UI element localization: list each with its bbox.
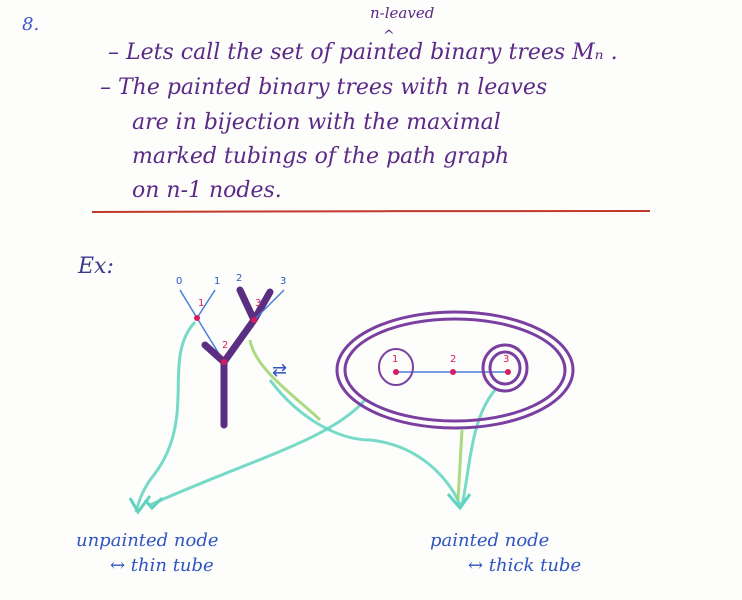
insert-caret: ^ — [383, 28, 395, 44]
connector-tube-to-painted — [460, 389, 497, 506]
tree-node-1 — [194, 315, 200, 321]
tree-node-label-3: 3 — [255, 298, 261, 309]
thick-tube-node-3-outer — [481, 343, 529, 393]
note-line-5: on n-1 nodes. — [132, 178, 282, 203]
tree-leaf-label-3: 3 — [280, 276, 286, 287]
tree-leaf-label-1: 1 — [214, 276, 220, 287]
tree-node-label-1: 1 — [198, 298, 204, 309]
tree-leaf-label-0: 0 — [176, 276, 182, 287]
tree-painted-edges — [201, 286, 274, 429]
thin-tube-node-1 — [378, 348, 414, 386]
divider-line — [91, 210, 651, 213]
graph-node-label-3: 3 — [503, 354, 509, 365]
painted-node-label: painted node — [430, 530, 550, 551]
outer-tube-ring-a — [335, 310, 575, 430]
bijection-arrow: ⇄ — [272, 360, 287, 381]
connector-tree-to-painted — [268, 379, 462, 506]
tree-leaf-1 — [196, 289, 216, 319]
unpainted-node-label: unpainted node — [76, 530, 219, 551]
graph-node-3 — [505, 369, 511, 375]
connector-tube-to-unpainted — [149, 399, 367, 507]
note-line-4: marked tubings of the path graph — [132, 144, 510, 169]
tree-leaf-0 — [179, 289, 198, 319]
connector-tree-green — [248, 339, 322, 422]
graph-node-label-2: 2 — [450, 354, 456, 365]
graph-node-label-1: 1 — [392, 354, 398, 365]
thick-tube-label: ↔ thick tube — [468, 555, 582, 576]
tree-node-2 — [221, 359, 227, 365]
arrowhead-unpainted-2 — [143, 496, 164, 511]
note-line-2: – The painted binary trees with n leaves — [100, 75, 548, 100]
graph-node-2 — [450, 369, 456, 375]
thin-tube-label: ↔ thin tube — [110, 555, 214, 576]
note-line-1: – Lets call the set of painted binary tr… — [108, 40, 618, 65]
tree-leaf-3 — [253, 289, 285, 321]
connector-tree-to-unpainted — [134, 320, 197, 513]
note-line-3: are in bijection with the maximal — [132, 110, 501, 135]
thick-tube-node-3-inner — [488, 350, 522, 386]
page-number: 8. — [22, 14, 40, 35]
outer-tube-ring-b — [343, 317, 567, 423]
graph-node-1 — [393, 369, 399, 375]
tree-node-label-2: 2 — [222, 340, 228, 351]
tree-leaf-label-2: 2 — [236, 273, 242, 284]
connector-green-painted — [456, 429, 464, 501]
inserted-word: n-leaved — [370, 4, 435, 22]
arrowhead-painted — [446, 493, 472, 511]
example-label: Ex: — [78, 254, 114, 279]
tree-node-3 — [251, 317, 257, 323]
